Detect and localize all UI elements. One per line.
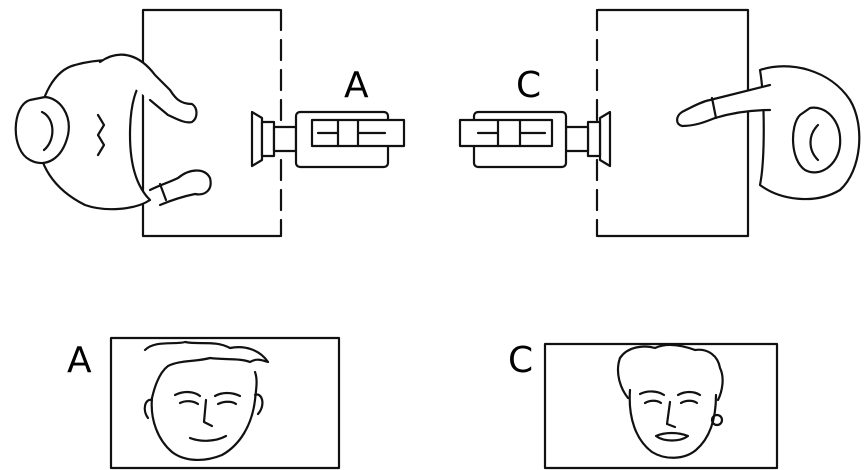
person-right-topview — [676, 65, 861, 201]
face-a — [143, 340, 270, 461]
camera-c-label: C — [516, 65, 542, 106]
frame-c-label: C — [508, 340, 534, 381]
camera-c — [458, 110, 612, 169]
person-left-topview — [14, 53, 212, 211]
camera-a — [250, 110, 406, 169]
frame-c — [543, 342, 779, 470]
face-c — [616, 343, 724, 459]
camera-a-label: A — [344, 65, 369, 106]
frame-a-label: A — [67, 340, 92, 381]
frame-a — [109, 336, 341, 470]
table-left — [141, 8, 283, 238]
table-right — [595, 8, 750, 238]
